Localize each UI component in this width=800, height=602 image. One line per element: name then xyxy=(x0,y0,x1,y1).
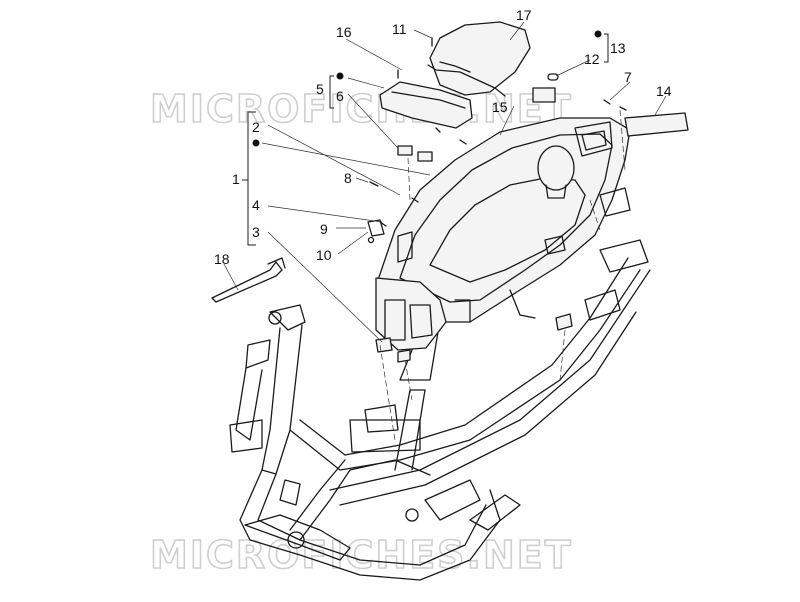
part-10-clip xyxy=(367,219,385,237)
part-18-cable-tie xyxy=(211,261,283,303)
part-6-clip-a xyxy=(397,145,413,156)
small-parts xyxy=(211,37,689,363)
callout-18: 18 xyxy=(214,251,230,267)
callout-13: 13 xyxy=(610,40,626,56)
callout-14: 14 xyxy=(656,83,672,99)
part-5-lid xyxy=(379,81,473,129)
callout-5: 5 xyxy=(316,81,324,97)
part-14-pad xyxy=(624,112,689,137)
watermark-bottom: MICROFICHES.NET xyxy=(150,533,573,577)
bullet-13 xyxy=(594,30,602,38)
callout-2: 2 xyxy=(252,119,260,135)
part-17-cover xyxy=(427,21,531,97)
part-13-light xyxy=(532,87,556,103)
callout-15: 15 xyxy=(492,99,508,115)
callout-11: 11 xyxy=(392,21,407,37)
callout-10: 10 xyxy=(316,247,332,263)
callout-16: 16 xyxy=(336,24,352,40)
callout-6: 6 xyxy=(336,88,344,104)
brackets xyxy=(242,33,609,246)
callout-7: 7 xyxy=(624,69,632,85)
callout-labels: 1 2 3 4 5 6 7 8 9 10 11 12 13 14 15 16 1… xyxy=(214,7,672,267)
callout-12: 12 xyxy=(584,51,600,67)
callout-8: 8 xyxy=(344,170,352,186)
callout-9: 9 xyxy=(320,221,328,237)
helmet-compartment xyxy=(375,117,631,351)
callout-4: 4 xyxy=(252,197,260,213)
callout-3: 3 xyxy=(252,224,260,240)
bullet-5 xyxy=(336,72,344,80)
frame-chassis xyxy=(229,239,651,581)
callout-1: 1 xyxy=(232,171,240,187)
part-6-clip-b xyxy=(417,151,433,162)
leader-lines xyxy=(223,21,667,343)
bullet-2 xyxy=(252,139,260,147)
watermark-top: MICROFICHES.NET xyxy=(150,87,573,131)
callout-17: 17 xyxy=(516,7,532,23)
assembly-lines xyxy=(379,109,626,441)
part-12-bulb xyxy=(547,73,559,81)
